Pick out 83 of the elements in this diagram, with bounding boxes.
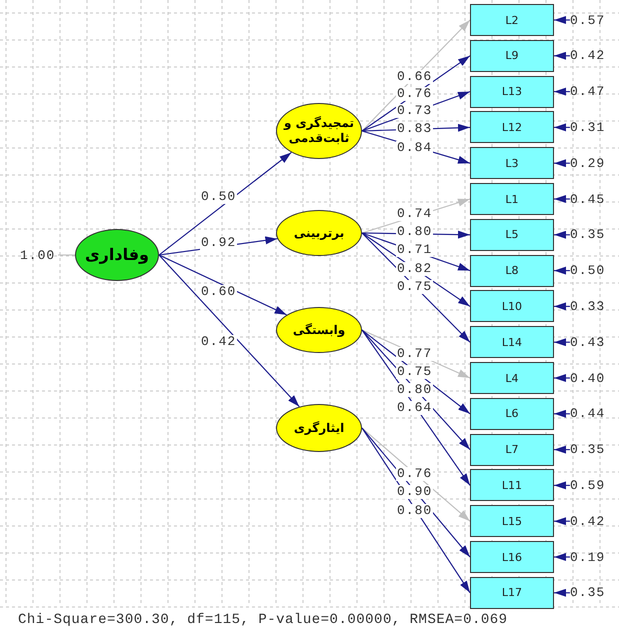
error-arrow bbox=[554, 123, 570, 132]
error-variance-value: 0.44 bbox=[570, 404, 614, 423]
error-arrow bbox=[554, 52, 570, 60]
error-arrow bbox=[554, 195, 570, 203]
error-arrow bbox=[554, 410, 570, 418]
error-variance-value: 0.35 bbox=[570, 226, 614, 244]
indicator-box: L13 bbox=[470, 76, 554, 108]
error-arrow bbox=[554, 588, 570, 597]
latent-variable-ellipse: وابستگی bbox=[276, 307, 362, 353]
error-arrow bbox=[554, 88, 570, 96]
error-variance-value: 0.57 bbox=[570, 11, 614, 29]
path-coefficient: 0.77 bbox=[396, 347, 434, 361]
error-variance-value: 0.45 bbox=[570, 190, 614, 208]
indicator-box: L15 bbox=[470, 505, 554, 538]
path-coefficient: 0.76 bbox=[396, 467, 434, 481]
error-variance-value: 0.29 bbox=[570, 154, 614, 172]
error-arrow bbox=[554, 159, 570, 168]
latent-variable-ellipse: وفاداری bbox=[75, 229, 159, 281]
fit-statistics: Chi-Square=300.30, df=115, P-value=0.00000, RMSEA=0.069 bbox=[18, 612, 508, 628]
variance-line bbox=[58, 254, 75, 256]
path-arrow bbox=[158, 254, 287, 316]
indicator-box: L11 bbox=[470, 469, 554, 502]
indicator-box: L17 bbox=[470, 576, 554, 609]
path-coefficient: 0.42 bbox=[200, 335, 238, 349]
error-variance-value: 0.42 bbox=[570, 46, 614, 65]
error-variance-value: 0.33 bbox=[570, 297, 614, 316]
error-arrow bbox=[554, 446, 570, 454]
indicator-box: L3 bbox=[470, 147, 554, 180]
path-coefficient: 0.73 bbox=[396, 104, 434, 118]
path-coefficient: 0.80 bbox=[396, 383, 434, 397]
path-coefficient: 0.60 bbox=[200, 285, 238, 299]
error-variance-value: 0.42 bbox=[570, 512, 614, 530]
indicator-box: L12 bbox=[470, 111, 554, 144]
path-coefficient: 0.82 bbox=[396, 262, 434, 276]
path-coefficient: 0.64 bbox=[396, 401, 434, 415]
indicator-box: L10 bbox=[470, 290, 554, 322]
error-arrow bbox=[554, 338, 570, 346]
path-coefficient: 0.75 bbox=[396, 365, 434, 379]
error-arrow bbox=[554, 553, 570, 561]
indicator-box: L4 bbox=[470, 362, 554, 394]
path-coefficient: 0.90 bbox=[396, 485, 434, 499]
error-arrow bbox=[554, 374, 570, 382]
path-coefficient: 0.71 bbox=[396, 243, 434, 257]
indicator-box: L6 bbox=[470, 398, 554, 430]
path-coefficient: 0.74 bbox=[396, 207, 434, 221]
path-coefficient: 0.92 bbox=[200, 236, 238, 250]
error-variance-value: 0.35 bbox=[570, 440, 614, 459]
error-variance-value: 0.35 bbox=[570, 584, 614, 602]
indicator-box: L14 bbox=[470, 326, 554, 358]
path-coefficient: 0.80 bbox=[396, 225, 434, 239]
error-variance-value: 0.43 bbox=[570, 333, 614, 352]
error-variance-value: 0.50 bbox=[570, 262, 614, 280]
latent-variable-ellipse: ایثارگری bbox=[276, 404, 362, 452]
latent-variable-ellipse: تمجیدگری و ثابت‌قدمی bbox=[276, 103, 362, 159]
path-arrow bbox=[158, 254, 300, 408]
path-coefficient: 0.75 bbox=[396, 280, 434, 294]
error-variance-value: 0.19 bbox=[570, 548, 614, 566]
indicator-box: L7 bbox=[470, 434, 554, 466]
path-coefficient: 0.84 bbox=[396, 141, 434, 155]
path-coefficient: 0.66 bbox=[396, 70, 434, 84]
path-coefficient: 0.80 bbox=[396, 504, 434, 518]
path-coefficient: 0.76 bbox=[396, 87, 434, 101]
variance-value: 1.00 bbox=[20, 246, 64, 264]
error-arrow bbox=[554, 230, 570, 239]
error-variance-value: 0.59 bbox=[570, 476, 614, 494]
indicator-box: L2 bbox=[470, 4, 554, 36]
error-variance-value: 0.31 bbox=[570, 118, 614, 136]
indicator-box: L16 bbox=[470, 541, 554, 573]
indicator-box: L5 bbox=[470, 218, 554, 251]
indicator-box: L1 bbox=[470, 183, 554, 215]
error-variance-value: 0.40 bbox=[570, 369, 614, 387]
indicator-box: L8 bbox=[470, 254, 554, 287]
error-arrow bbox=[554, 16, 570, 24]
indicator-box: L9 bbox=[470, 40, 554, 72]
path-coefficient: 0.83 bbox=[396, 122, 434, 136]
error-arrow bbox=[554, 302, 570, 310]
error-arrow bbox=[554, 517, 570, 526]
error-variance-value: 0.47 bbox=[570, 82, 614, 101]
path-coefficient: 0.50 bbox=[200, 190, 238, 204]
error-arrow bbox=[554, 266, 570, 275]
latent-variable-ellipse: برتربینی bbox=[276, 210, 362, 256]
error-arrow bbox=[554, 481, 570, 490]
path-arrow bbox=[158, 152, 292, 256]
